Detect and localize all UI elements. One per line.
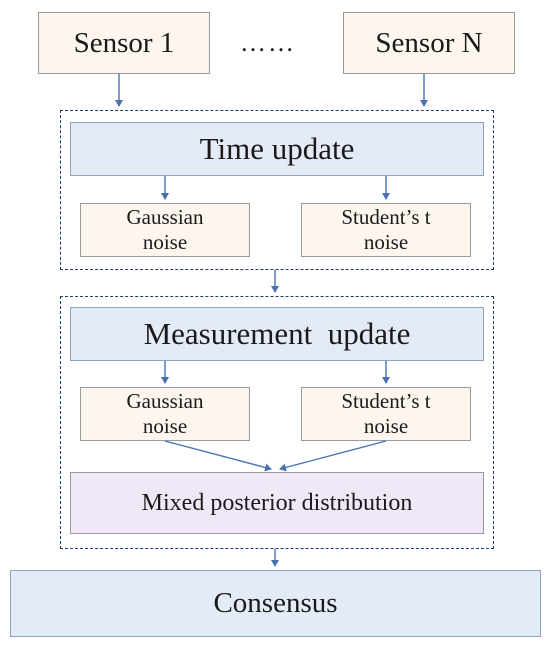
- measurement-student-noise-box: Student’s t noise: [301, 387, 471, 441]
- measurement-student-line-1: Student’s t: [341, 389, 431, 413]
- mixed-posterior-box: Mixed posterior distribution: [70, 472, 484, 534]
- sensor-n-label: Sensor N: [375, 26, 483, 59]
- time-update-box: Time update: [70, 122, 484, 176]
- time-update-group: [60, 110, 494, 270]
- time-student-line-1: Student’s t: [341, 205, 431, 229]
- time-student-line-2: noise: [363, 230, 409, 254]
- arrow-gaussian-to-mixed: [164, 440, 272, 472]
- time-gaussian-line-2: noise: [142, 230, 188, 254]
- arrow-student-to-mixed: [279, 440, 387, 472]
- measurement-student-line-2: noise: [363, 414, 409, 438]
- time-update-label: Time update: [199, 131, 355, 166]
- measurement-gaussian-noise-box: Gaussian noise: [80, 387, 250, 441]
- measurement-update-label: Measurement update: [143, 316, 411, 351]
- sensor-1-label: Sensor 1: [73, 26, 175, 59]
- consensus-box: Consensus: [10, 570, 541, 637]
- measurement-update-box: Measurement update: [70, 307, 484, 361]
- time-gaussian-line-1: Gaussian: [126, 205, 204, 229]
- measurement-gaussian-line-2: noise: [142, 414, 188, 438]
- measurement-gaussian-line-1: Gaussian: [126, 389, 204, 413]
- sensor-1-box: Sensor 1: [38, 12, 210, 74]
- sensor-n-box: Sensor N: [343, 12, 515, 74]
- time-student-noise-box: Student’s t noise: [301, 203, 471, 257]
- mixed-posterior-label: Mixed posterior distribution: [141, 489, 413, 516]
- sensor-ellipsis: ……: [240, 28, 296, 57]
- measurement-update-group: [60, 296, 494, 549]
- time-gaussian-noise-box: Gaussian noise: [80, 203, 250, 257]
- consensus-label: Consensus: [213, 587, 338, 619]
